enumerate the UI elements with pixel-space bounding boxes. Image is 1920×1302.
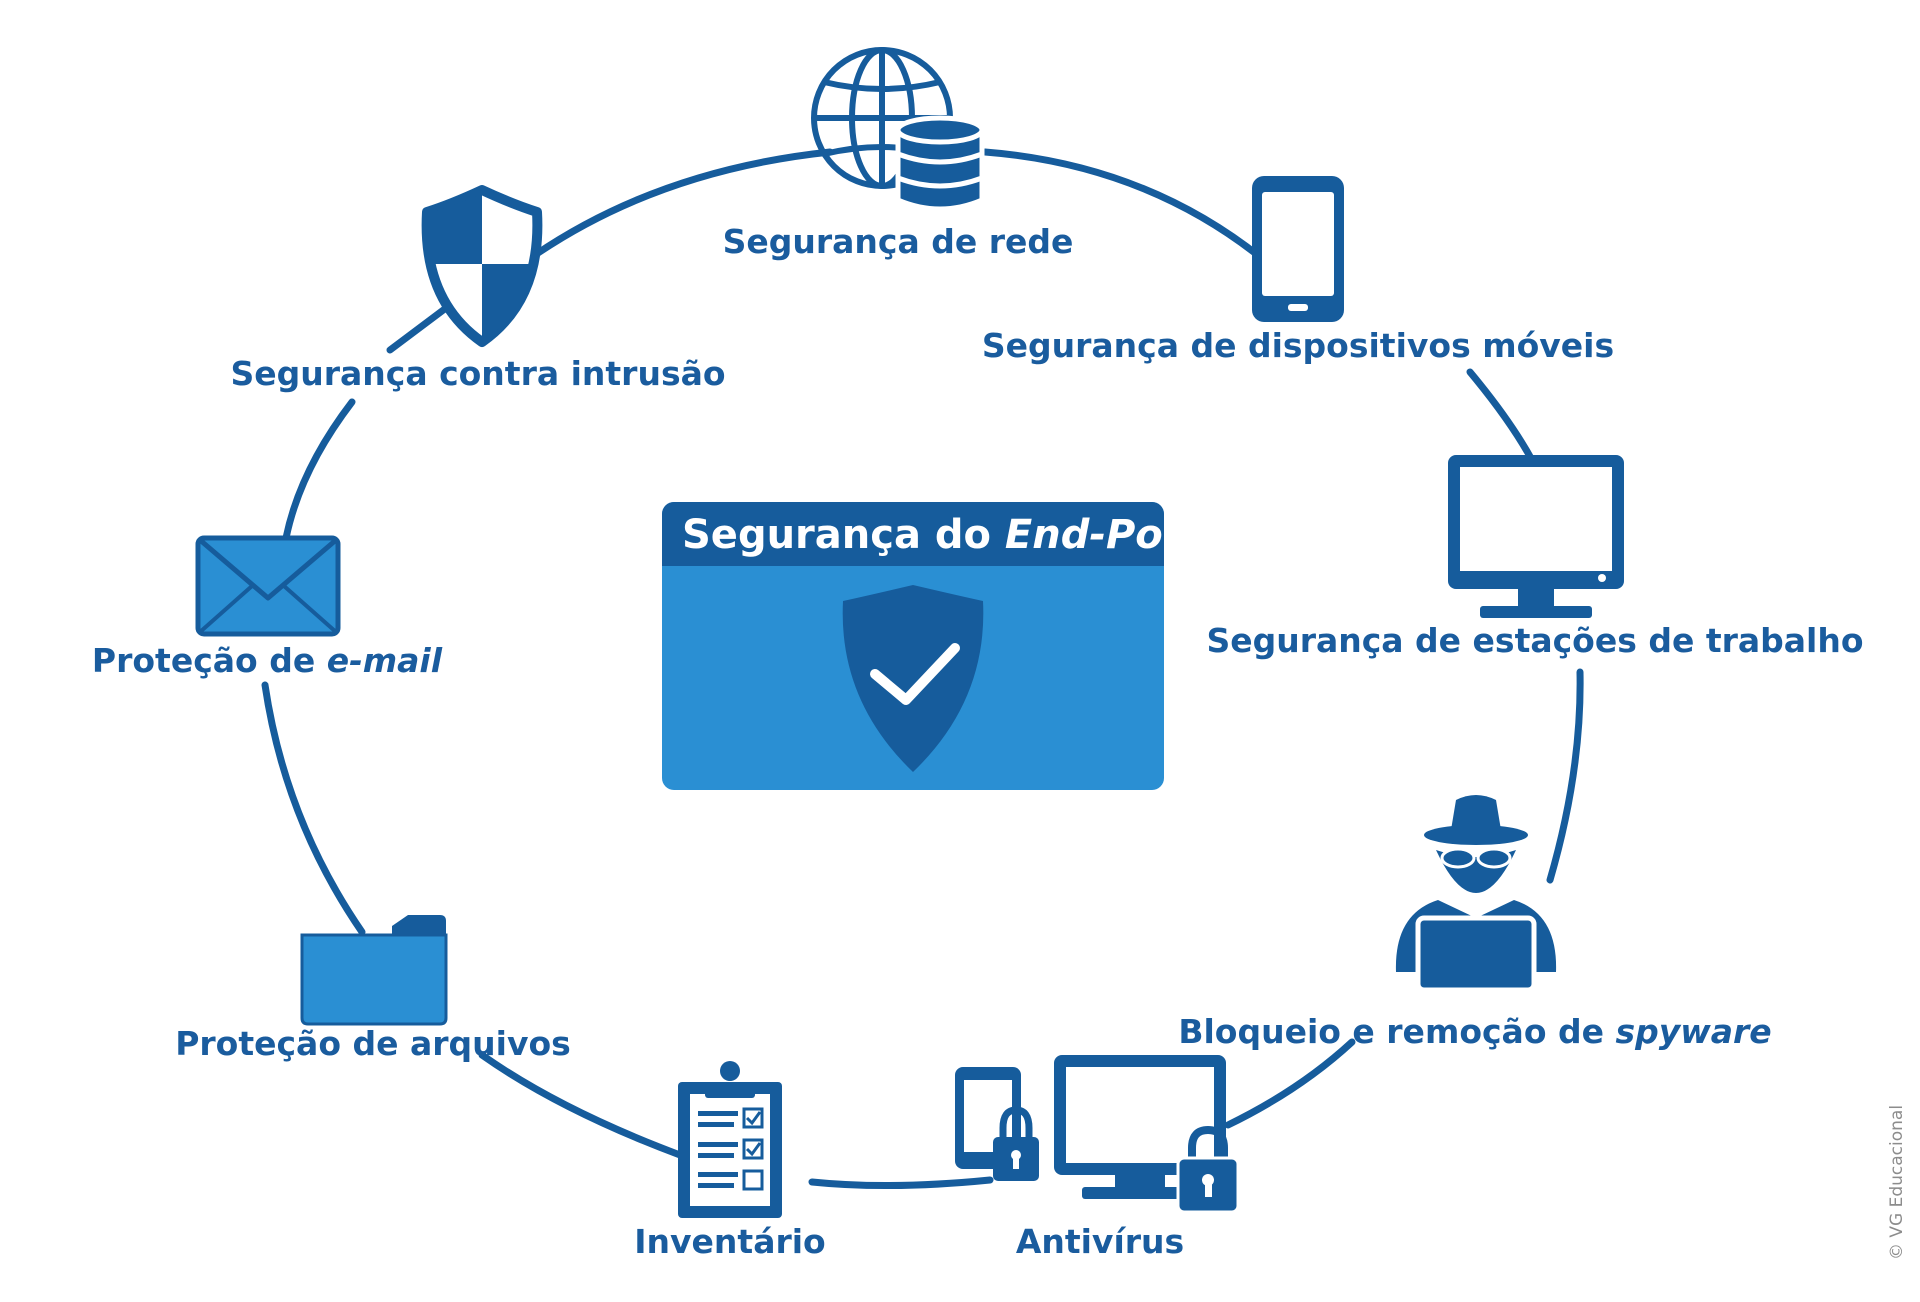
label-workstation: Segurança de estações de trabalho	[1206, 621, 1863, 660]
label-network: Segurança de rede	[723, 222, 1074, 261]
credit: © VG Educacional	[1887, 1105, 1907, 1260]
folder-icon	[300, 915, 448, 1026]
label-mobile: Segurança de dispositivos móveis	[982, 326, 1614, 365]
globe-database-icon	[811, 47, 985, 212]
center-title: Segurança do End-Point	[682, 512, 1226, 558]
ring	[261, 148, 1584, 1190]
label-intrusion: Segurança contra intrusão	[230, 354, 725, 393]
label-spyware: Bloqueio e remoção de spyware	[1178, 1012, 1771, 1051]
label-files: Proteção de arquivos	[175, 1024, 571, 1063]
envelope-icon	[195, 535, 341, 637]
label-email: Proteção de e-mail	[92, 641, 443, 680]
shield-check-icon	[842, 585, 984, 772]
shield-icon	[421, 185, 543, 347]
label-inventory: Inventário	[634, 1222, 825, 1261]
devices-lock-icon	[955, 1055, 1240, 1214]
spy-hacker-icon	[1395, 795, 1557, 993]
center-card: Segurança do End-Point	[662, 502, 1226, 790]
smartphone-icon	[1252, 176, 1344, 322]
label-antivirus: Antivírus	[1016, 1222, 1184, 1261]
clipboard-checklist-icon	[678, 1061, 782, 1218]
monitor-icon	[1448, 455, 1624, 618]
